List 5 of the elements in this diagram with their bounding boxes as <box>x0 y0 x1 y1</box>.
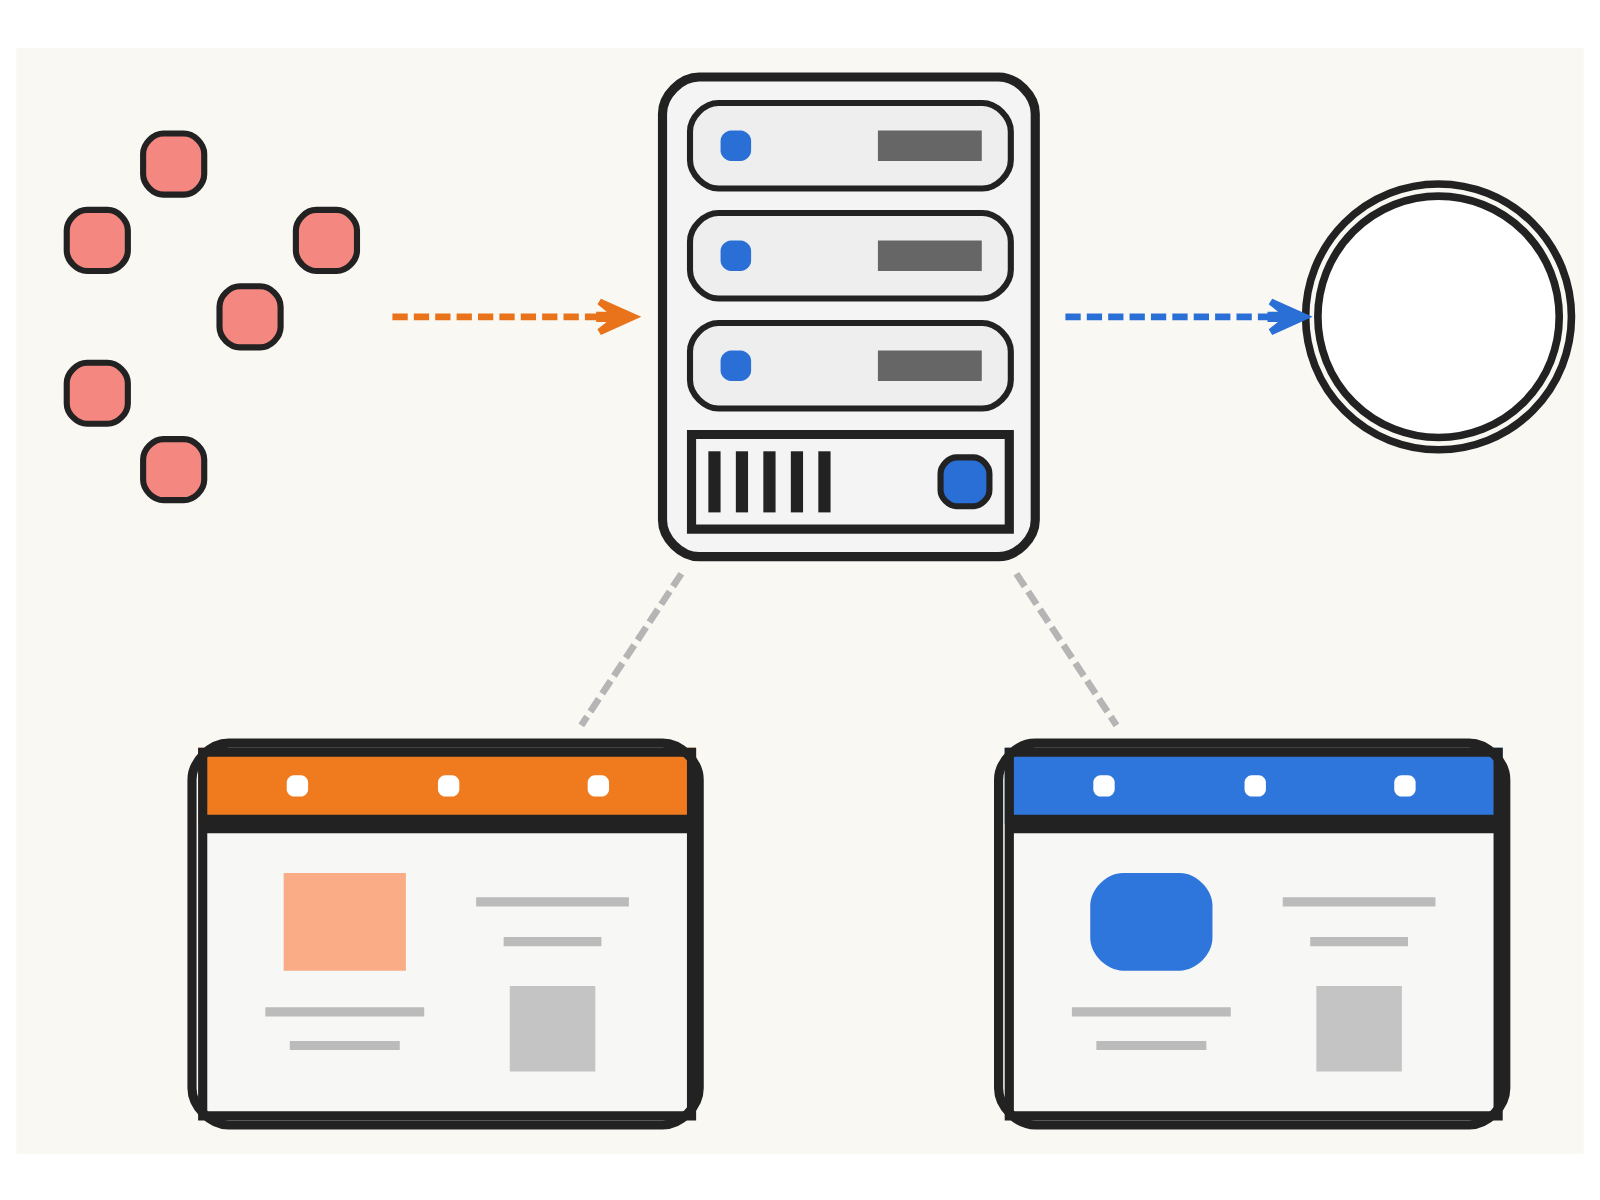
connector <box>1013 570 1120 727</box>
arrow <box>392 297 637 335</box>
node-picture <box>1301 179 1576 453</box>
arrow <box>1065 297 1308 335</box>
connector <box>578 570 685 727</box>
